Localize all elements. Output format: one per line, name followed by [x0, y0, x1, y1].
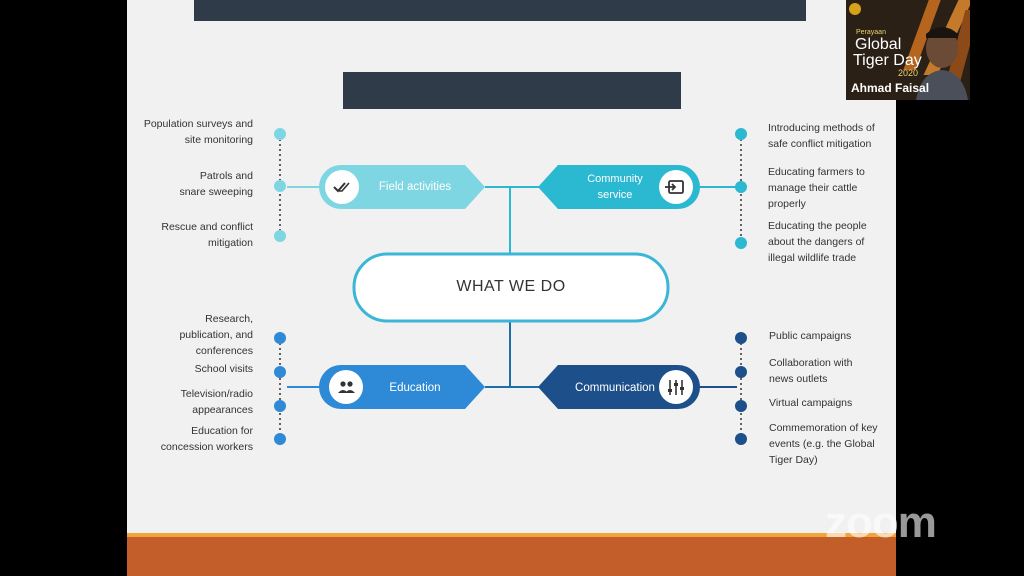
timeline-dot: [274, 433, 286, 445]
community-service-pill: [538, 165, 700, 209]
communication-item: Commemoration of key events (e.g. the Gl…: [769, 422, 878, 466]
timeline-dot: [735, 128, 747, 140]
event-title-line1: Perayaan: [856, 29, 886, 36]
field-item: Patrols and snare sweeping: [179, 170, 253, 198]
communication-item: Public campaigns: [769, 330, 852, 342]
education-label: Education: [389, 382, 441, 394]
education-item: School visits: [194, 363, 253, 375]
presentation-slide: Field activities Community service Educa…: [127, 0, 896, 576]
timeline-dot: [735, 433, 747, 445]
timeline-dot: [735, 400, 747, 412]
timeline-dot: [735, 366, 747, 378]
community-item: Educating the people about the dangers o…: [768, 220, 867, 264]
education-icon-bg: [329, 370, 363, 404]
community-item: Educating farmers to manage their cattle…: [768, 166, 865, 210]
double-check-icon: [333, 182, 350, 193]
slide-header-bar: [194, 0, 806, 21]
slide-footer-bar: [127, 537, 896, 576]
community-service-label: Community service: [587, 173, 643, 201]
center-box: [352, 252, 670, 323]
timeline-dot: [274, 230, 286, 242]
participant-video[interactable]: Perayaan Global Tiger Day 2020 Ahmad Fai…: [846, 0, 970, 100]
timeline-dot: [274, 180, 286, 192]
what-we-do-diagram: [274, 128, 747, 445]
education-item: Research, publication, and conferences: [179, 313, 253, 357]
participant-name: Ahmad Faisal: [851, 81, 930, 95]
timeline-dot: [274, 332, 286, 344]
field-item: Population surveys and site monitoring: [143, 118, 253, 146]
education-item: Education for concession workers: [160, 425, 253, 453]
event-title-line2: Global: [855, 36, 902, 53]
community-item: Introducing methods of safe conflict mit…: [768, 122, 875, 150]
event-year: 2020: [898, 68, 919, 78]
education-item: Television/radio appearances: [180, 388, 253, 416]
field-item: Rescue and conflict mitigation: [161, 221, 253, 249]
event-logo-icon: [849, 3, 861, 15]
communication-item: Virtual campaigns: [769, 397, 853, 409]
timeline-dot: [735, 237, 747, 249]
timeline-dot: [274, 366, 286, 378]
input-arrow-icon: [665, 180, 684, 194]
communication-label: Communication: [575, 382, 655, 394]
center-title: WHAT WE DO: [456, 278, 566, 295]
zoom-watermark: zoom: [825, 498, 937, 547]
education-pill: [319, 365, 485, 409]
communication-pill: [538, 365, 700, 409]
communication-item: Collaboration with news outlets: [769, 357, 853, 385]
timeline-dot: [274, 128, 286, 140]
slide-footer-accent: [127, 533, 896, 537]
timeline-dot: [274, 400, 286, 412]
field-activities-pill: [319, 165, 485, 209]
people-icon: [338, 381, 355, 393]
equalizer-icon: [668, 380, 684, 395]
field-activities-label: Field activities: [378, 181, 452, 193]
timeline-dot: [735, 332, 747, 344]
participant-silhouette: [849, 3, 968, 100]
event-title-line3: Tiger Day: [853, 52, 922, 69]
slide-title-bar: [343, 72, 681, 109]
timeline-dot: [735, 181, 747, 193]
